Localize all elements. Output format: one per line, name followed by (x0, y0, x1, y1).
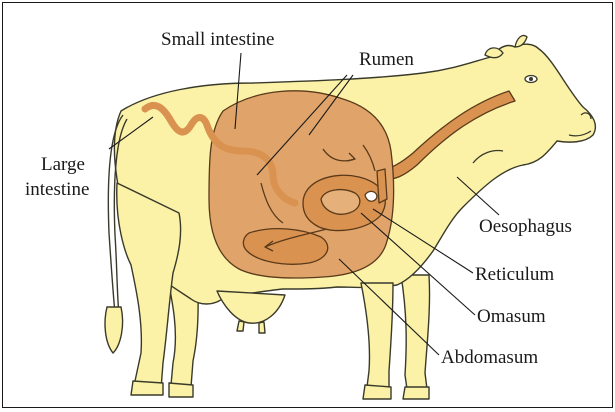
cow-hoof-3 (363, 385, 391, 399)
label-small-intestine: Small intestine (161, 29, 274, 50)
label-omasum: Omasum (477, 306, 546, 327)
cow-teat-1 (237, 321, 244, 331)
cow-digestive-diagram: Small intestine Rumen Large intestine Oe… (3, 3, 614, 409)
cow-udder (217, 291, 285, 323)
cow-hoof-1 (131, 381, 163, 395)
diagram-frame: Small intestine Rumen Large intestine Oe… (2, 2, 613, 408)
cow-teat-2 (259, 322, 265, 333)
label-large-intestine-line1: Large (41, 154, 85, 175)
cow-near-foreleg (361, 283, 393, 389)
label-reticulum: Reticulum (475, 264, 554, 285)
cardia-junction (377, 169, 387, 203)
cow-hoof-2 (169, 383, 193, 397)
cow-tail-switch (105, 307, 123, 353)
label-abdomasum: Abdomasum (441, 347, 538, 368)
label-large-intestine-line2: intestine (25, 179, 89, 200)
cow-hoof-4 (403, 387, 429, 399)
reticulum-orifice (365, 191, 377, 201)
label-oesophagus: Oesophagus (479, 216, 572, 237)
label-rumen: Rumen (359, 49, 414, 70)
cow-near-hind-leg (117, 183, 181, 391)
cow-ear (485, 48, 503, 58)
